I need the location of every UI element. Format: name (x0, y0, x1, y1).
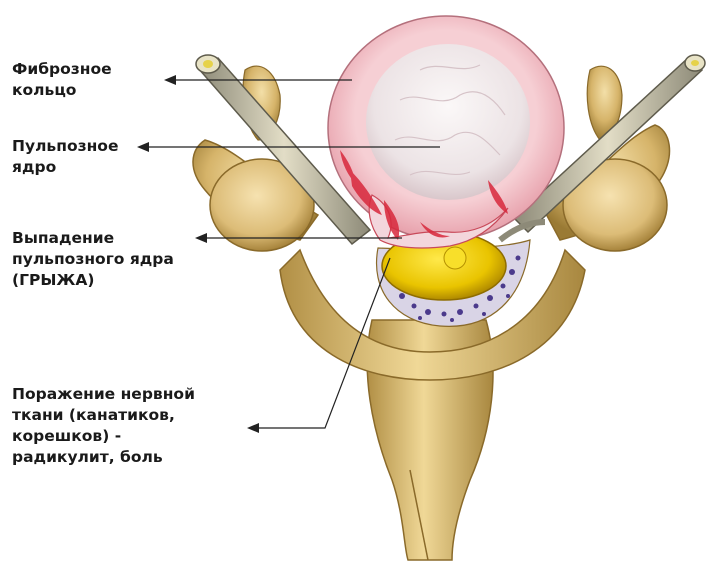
label-herniation: Выпадение пульпозного ядра (ГРЫЖА) (12, 228, 174, 291)
label-nerve-damage: Поражение нервной ткани (канатиков, коре… (12, 384, 195, 468)
label-nucleus-pulposus: Пульпозное ядро (12, 136, 118, 178)
label-fibrous-ring: Фиброзное кольцо (12, 59, 112, 101)
